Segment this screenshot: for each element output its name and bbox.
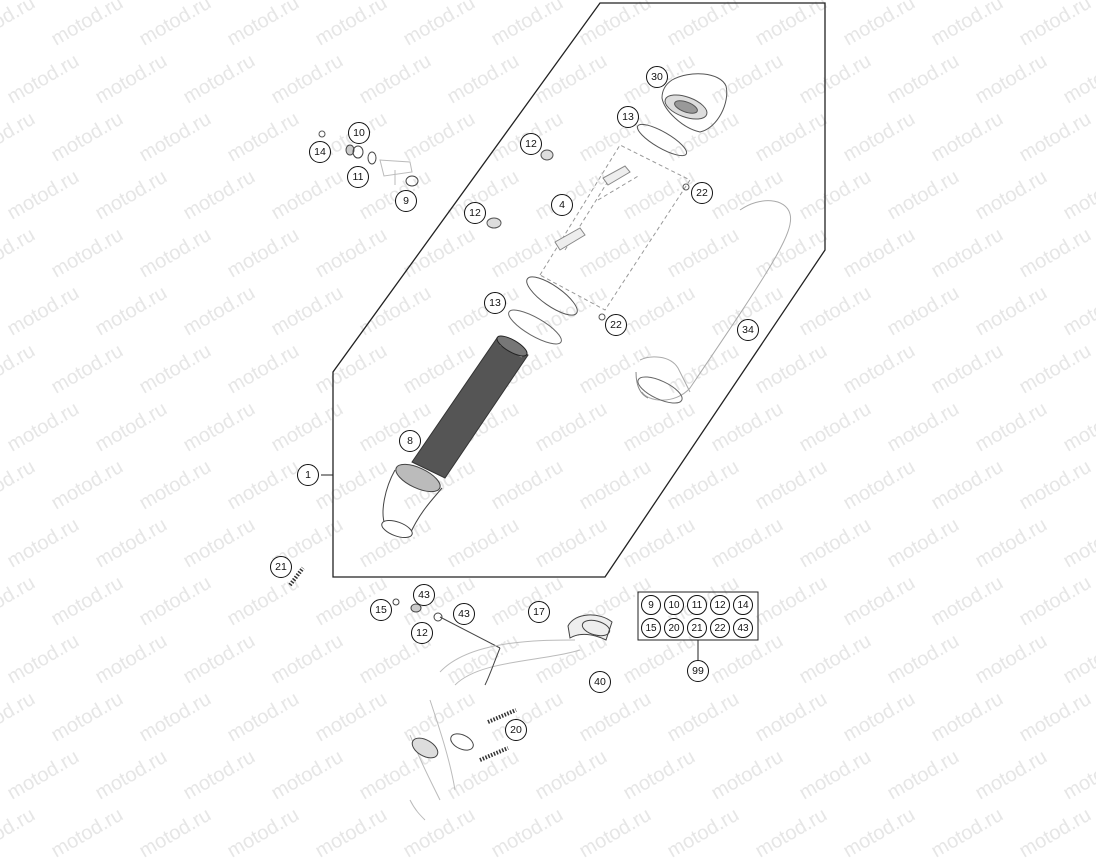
inner-tube-part: [539, 144, 691, 311]
gasket-part-top: [636, 123, 688, 157]
bolt-14: [318, 130, 326, 138]
callout-43[interactable]: 43: [453, 603, 475, 625]
callout-12[interactable]: 12: [520, 133, 542, 155]
screw-22b: [598, 313, 606, 321]
end-cap-part: [661, 73, 728, 133]
gasket-part-lower: [508, 309, 562, 345]
callout-20[interactable]: 20: [505, 719, 527, 741]
callout-17[interactable]: 17: [528, 601, 550, 623]
perforated-tube-part: [411, 335, 529, 479]
callout-11[interactable]: 11: [347, 166, 369, 188]
kit-item-14[interactable]: 14: [733, 595, 753, 615]
screw-22a: [682, 183, 690, 191]
kit-item-21[interactable]: 21: [687, 618, 707, 638]
flange-ring-part: [526, 276, 578, 316]
kit-item-15[interactable]: 15: [641, 618, 661, 638]
outer-sleeve-part: [635, 200, 792, 404]
kit-item-43[interactable]: 43: [733, 618, 753, 638]
callout-8[interactable]: 8: [399, 430, 421, 452]
callout-43[interactable]: 43: [413, 584, 435, 606]
callout-13[interactable]: 13: [484, 292, 506, 314]
inlet-cone-part: [381, 463, 443, 539]
callout-1[interactable]: 1: [297, 464, 319, 486]
assembly-frame: [332, 2, 826, 578]
callout-12[interactable]: 12: [464, 202, 486, 224]
spring-21: [288, 566, 305, 587]
callout-4[interactable]: 4: [551, 194, 573, 216]
callout-12[interactable]: 12: [411, 622, 433, 644]
kit-item-22[interactable]: 22: [710, 618, 730, 638]
kit-item-9[interactable]: 9: [641, 595, 661, 615]
spring-20: [479, 708, 517, 762]
kit-item-10[interactable]: 10: [664, 595, 684, 615]
callout-22[interactable]: 22: [605, 314, 627, 336]
callout-34[interactable]: 34: [737, 319, 759, 341]
kit-item-11[interactable]: 11: [687, 595, 707, 615]
washer-11: [367, 151, 377, 165]
washer-10: [345, 144, 364, 159]
callout-15[interactable]: 15: [370, 599, 392, 621]
bracket-9: [379, 159, 419, 187]
grommet-12a: [540, 149, 554, 161]
grommet-12b: [486, 217, 502, 229]
callout-21[interactable]: 21: [270, 556, 292, 578]
callout-99[interactable]: 99: [687, 660, 709, 682]
callout-14[interactable]: 14: [309, 141, 331, 163]
callout-40[interactable]: 40: [589, 671, 611, 693]
diagram-drawing: [288, 2, 826, 821]
kit-item-12[interactable]: 12: [710, 595, 730, 615]
header-pipe-40: [409, 639, 581, 821]
callout-30[interactable]: 30: [646, 66, 668, 88]
kit-item-20[interactable]: 20: [664, 618, 684, 638]
bracket-43-parts: [392, 598, 501, 649]
header-clamp-17: [567, 614, 613, 641]
callout-9[interactable]: 9: [395, 190, 417, 212]
callout-22[interactable]: 22: [691, 182, 713, 204]
callout-10[interactable]: 10: [348, 122, 370, 144]
callout-13[interactable]: 13: [617, 106, 639, 128]
